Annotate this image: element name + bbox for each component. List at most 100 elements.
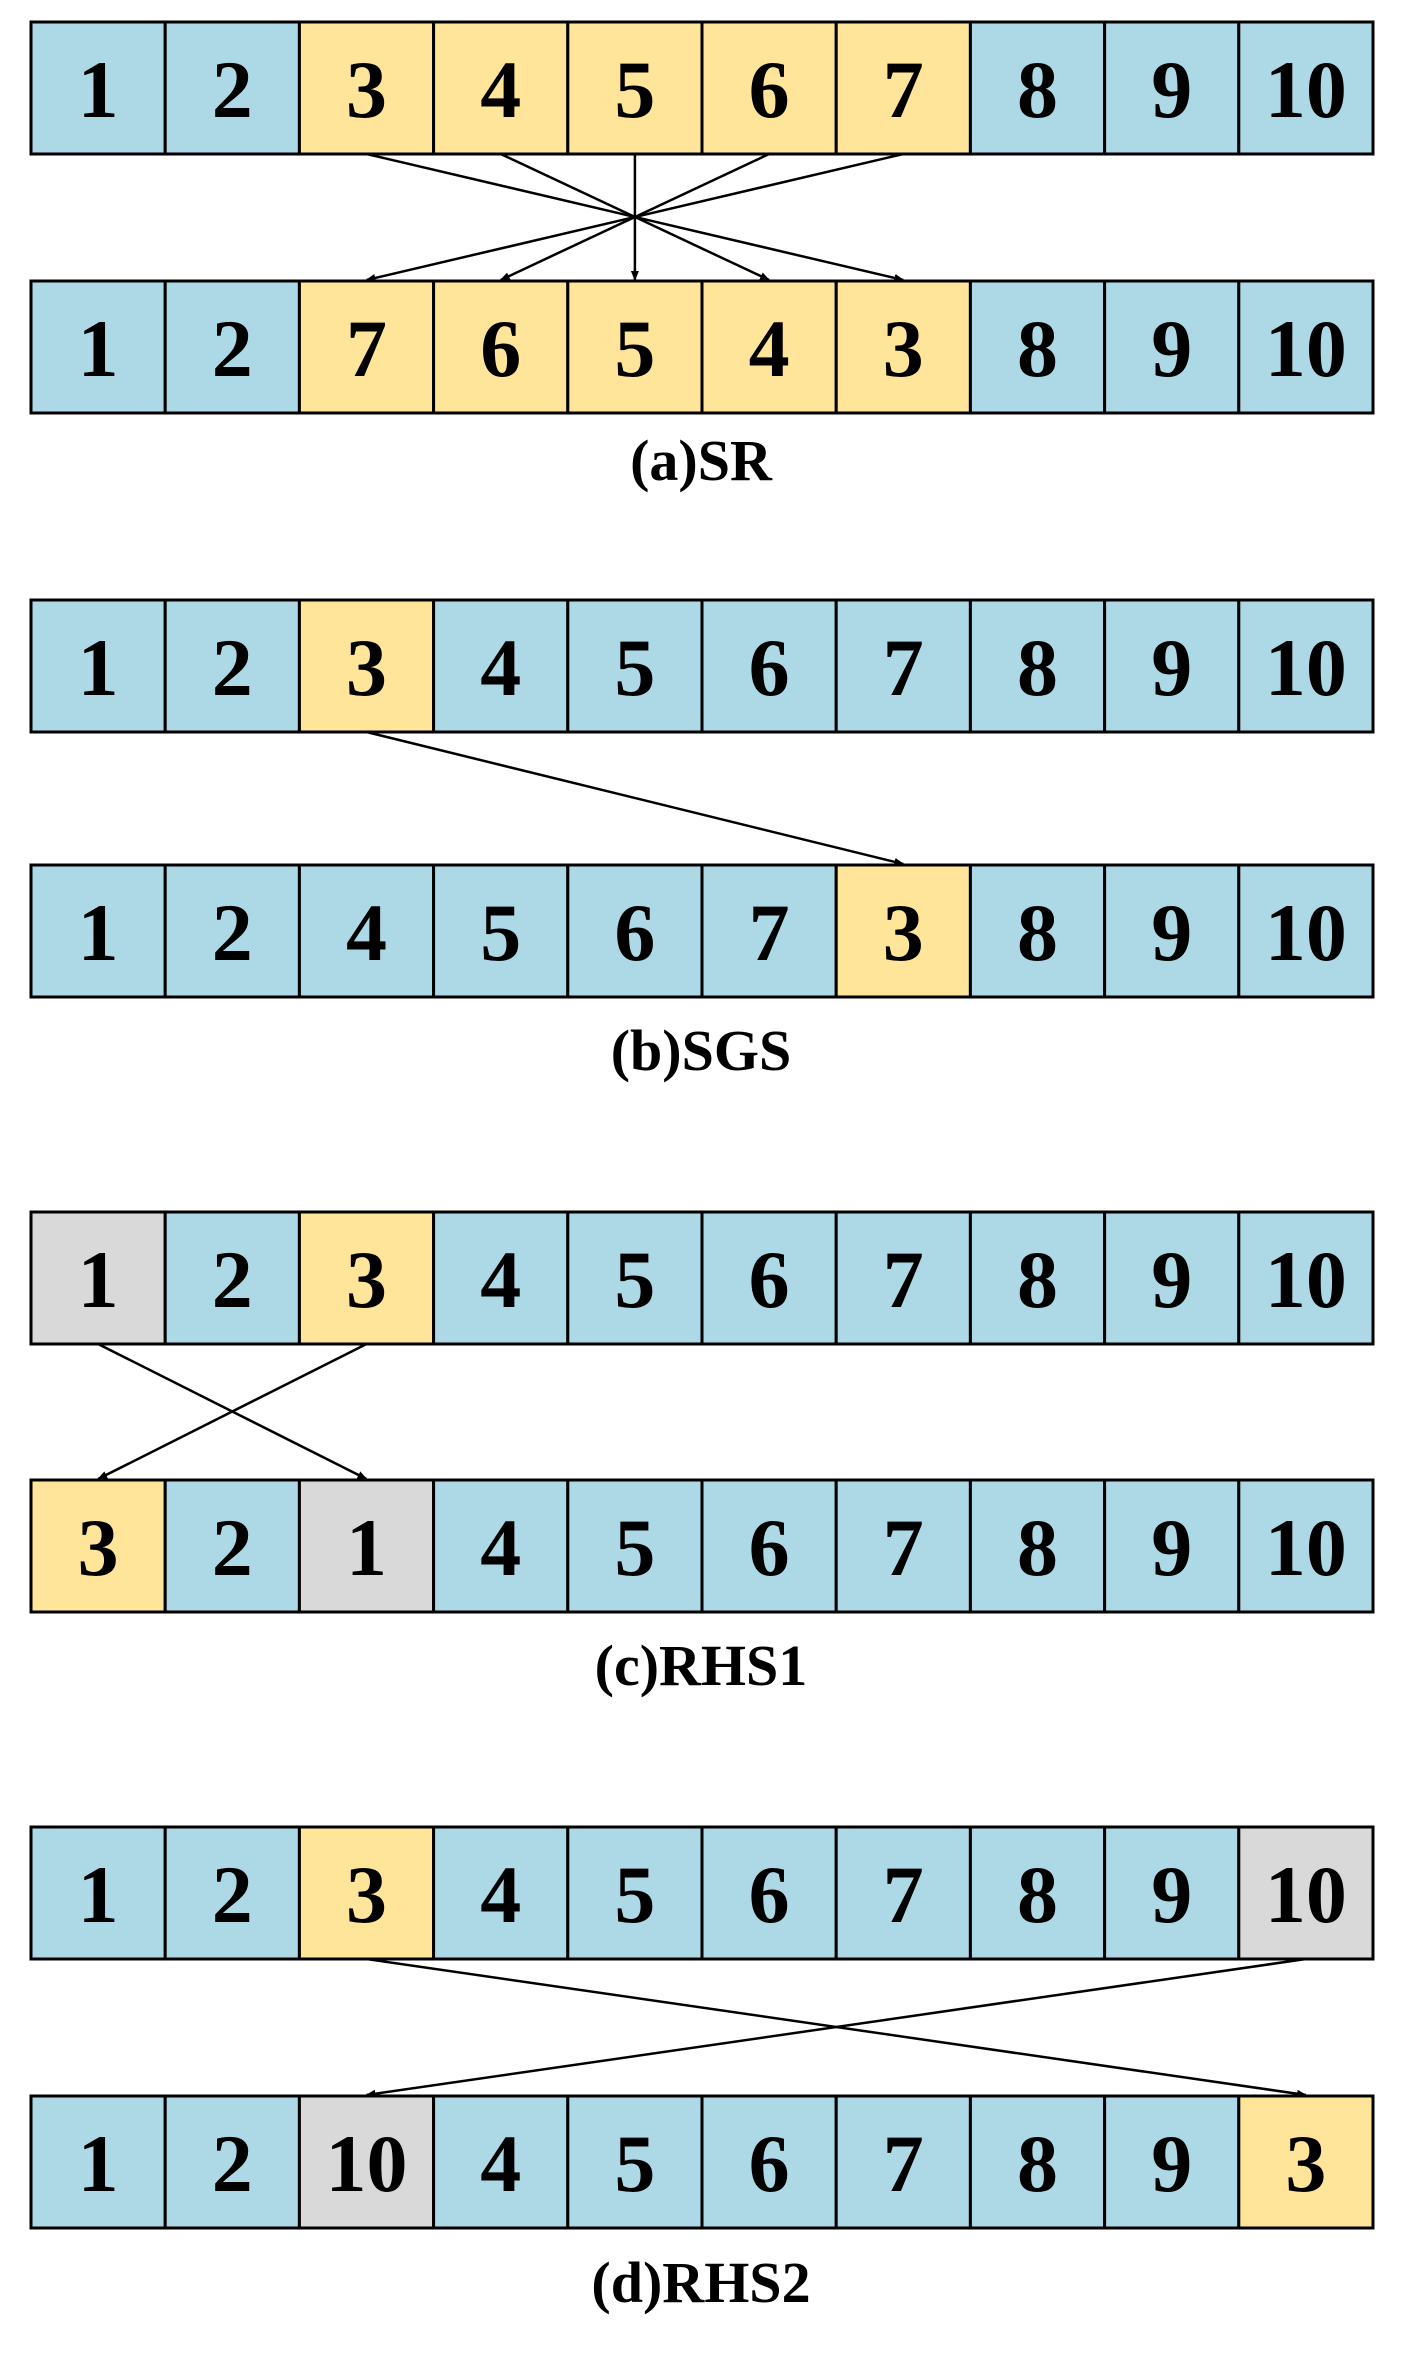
cell-box [566,1478,704,1614]
cell-box [968,20,1107,156]
cell-box [1237,1478,1375,1614]
cell: 10 [1237,1478,1375,1614]
cell: 5 [566,1825,704,1961]
cell-box [29,20,167,156]
cell: 3 [834,863,972,999]
cell-value: 8 [1017,1234,1058,1325]
cell: 10 [1237,20,1375,156]
cell-box [834,279,972,415]
cell-value: 4 [480,622,521,713]
cell-value: 6 [614,887,655,978]
cell-value: 3 [883,887,924,978]
cell-value: 4 [480,1502,521,1593]
cell-box [29,598,167,734]
cell: 10 [1237,1210,1375,1346]
cell-value: 7 [883,1502,924,1593]
cell-box [163,279,301,415]
arrows [97,1342,368,1481]
cell-box [163,1825,301,1961]
cell: 7 [834,1210,972,1346]
cell-value: 2 [212,1502,253,1593]
cell-box [566,1210,704,1346]
cell: 7 [834,598,972,734]
cell: 9 [1103,1478,1241,1614]
cell-value: 1 [78,2118,119,2209]
cell-value: 4 [749,303,790,394]
cell: 6 [700,1825,838,1961]
cell-value: 9 [1151,1234,1192,1325]
cell-value: 6 [749,44,790,135]
cell-value: 1 [78,1849,119,1940]
cell: 6 [700,2094,838,2230]
cell-value: 8 [1017,622,1058,713]
cell-value: 5 [480,887,521,978]
cell-box [1237,863,1375,999]
cell: 2 [163,20,301,156]
cell: 3 [1237,2094,1375,2230]
cell: 6 [432,279,570,415]
cell-value: 10 [1265,622,1347,713]
cell-box [834,1825,972,1961]
cell: 3 [297,1825,436,1961]
cell-box [1237,20,1375,156]
arrows [365,1957,1307,2098]
cell: 9 [1103,279,1241,415]
cell-value: 6 [749,1849,790,1940]
cell-box [29,2094,167,2230]
cell: 6 [700,1478,838,1614]
cell-value: 8 [1017,1849,1058,1940]
cell-value: 4 [480,44,521,135]
cell-box [163,863,301,999]
cell-value: 2 [212,303,253,394]
cell: 2 [163,863,301,999]
cell: 6 [700,598,838,734]
cell-value: 5 [614,2118,655,2209]
panel-caption: (a)SR [630,428,773,493]
cell: 9 [1103,863,1241,999]
cell-box [432,2094,570,2230]
cell: 5 [432,863,570,999]
cell-value: 10 [1265,887,1347,978]
cell: 1 [29,279,167,415]
cell: 1 [29,2094,167,2230]
cell-value: 10 [326,2118,408,2209]
cell-box [432,1210,570,1346]
cell-value: 3 [1285,2118,1326,2209]
cell-value: 2 [212,887,253,978]
cell-value: 10 [1265,1234,1347,1325]
cell: 8 [968,1825,1107,1961]
cell-value: 9 [1151,303,1192,394]
panel-caption: (c)RHS1 [595,1633,808,1698]
cell-value: 1 [78,1234,119,1325]
cell: 3 [834,279,972,415]
cell: 1 [29,20,167,156]
cell: 10 [297,2094,436,2230]
cell-value: 3 [346,1849,387,1940]
cell-value: 10 [1265,1502,1347,1593]
cell-value: 1 [78,44,119,135]
cell-value: 6 [749,1234,790,1325]
cell-box [834,598,972,734]
cell-value: 2 [212,1234,253,1325]
cell: 7 [297,279,436,415]
cell-value: 2 [212,1849,253,1940]
cell-value: 5 [614,1234,655,1325]
cell-box [163,1210,301,1346]
cell: 2 [163,1825,301,1961]
cell: 7 [834,1825,972,1961]
cell: 6 [700,20,838,156]
cell-box [29,1825,167,1961]
cell-box [29,1478,167,1614]
cell-value: 8 [1017,2118,1058,2209]
cell-box [163,1478,301,1614]
cell: 4 [297,863,436,999]
cell: 5 [566,279,704,415]
cell-value: 7 [883,622,924,713]
